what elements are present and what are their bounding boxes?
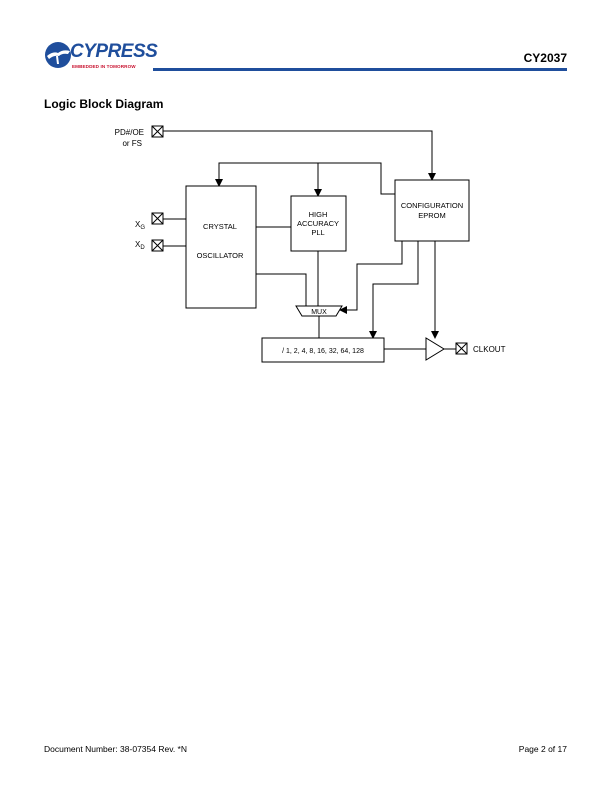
pll-label-pll: PLL [311, 228, 324, 237]
xg-label: XG [135, 220, 145, 231]
pll-label-accuracy: ACCURACY [297, 219, 339, 228]
configuration-eprom-block [394, 179, 470, 242]
crystal-oscillator-block [185, 185, 257, 309]
config-to-divider-wire [369, 241, 419, 339]
page-header: CYPRESS EMBEDDED IN TOMORROW CY2037 [0, 0, 612, 80]
crystal-to-mux-wire [256, 273, 307, 306]
oscillator-label: OSCILLATOR [197, 251, 244, 260]
fs-label: or FS [122, 139, 142, 148]
pll-label-high: HIGH [309, 210, 328, 219]
xd-pin [151, 239, 164, 252]
xg-pin [151, 212, 164, 225]
divider-label: / 1, 2, 4, 8, 16, 32, 64, 128 [282, 348, 364, 355]
cypress-logo: CYPRESS EMBEDDED IN TOMORROW [44, 40, 158, 74]
pd-oe-label: PD#/OE [115, 128, 144, 137]
pd-oe-wire [163, 130, 436, 181]
output-buffer [425, 337, 445, 361]
eprom-label: EPROM [418, 211, 446, 220]
crystal-label: CRYSTAL [203, 222, 237, 231]
clkout-pin [455, 342, 468, 355]
mux-label: MUX [311, 309, 327, 316]
config-to-mux-wire [339, 241, 403, 314]
pd-oe-pin [151, 125, 164, 138]
logo-tagline: EMBEDDED IN TOMORROW [72, 64, 136, 69]
part-number: CY2037 [523, 51, 567, 65]
config-to-crystal-wire [215, 162, 395, 195]
xd-label: XD [135, 240, 145, 251]
document-number: Document Number: 38-07354 Rev. *N [44, 744, 187, 754]
clkout-label: CLKOUT [473, 345, 506, 354]
configuration-label: CONFIGURATION [401, 201, 463, 210]
page-number: Page 2 of 17 [518, 744, 567, 754]
logo-wordmark: CYPRESS [70, 41, 158, 62]
section-title: Logic Block Diagram [44, 97, 164, 111]
mux-block [295, 305, 343, 317]
pll-block [290, 195, 347, 252]
header-rule [153, 68, 567, 71]
cypress-tree-icon [45, 42, 71, 68]
divider-block [261, 337, 385, 363]
